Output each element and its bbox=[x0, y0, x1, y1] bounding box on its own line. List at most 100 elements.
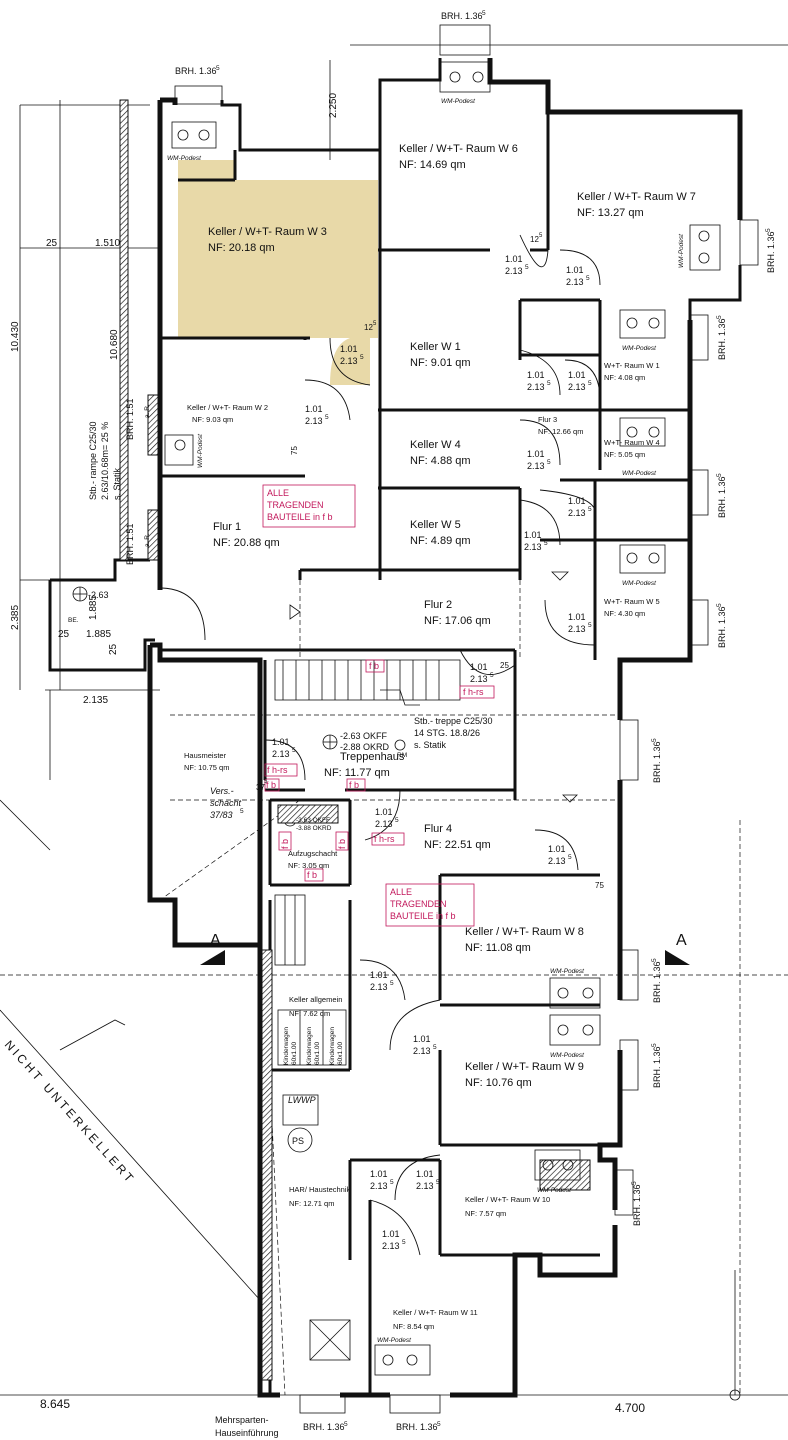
svg-text:5: 5 bbox=[547, 459, 551, 466]
window-label: BRH. 1.365 bbox=[631, 1181, 642, 1226]
svg-text:Stb.- rampe C25/30: Stb.- rampe C25/30 bbox=[88, 421, 98, 500]
svg-text:5: 5 bbox=[390, 980, 394, 987]
room-name-w5: Keller W 5 bbox=[410, 519, 461, 531]
room-labels: Keller / W+T- Raum W 3 NF: 20.18 qm Kell… bbox=[184, 143, 696, 1331]
svg-text:5: 5 bbox=[373, 321, 377, 327]
svg-text:12: 12 bbox=[530, 235, 539, 244]
svg-text:2.250: 2.250 bbox=[328, 93, 339, 118]
section-a-right: A bbox=[676, 932, 687, 949]
svg-text:2.13: 2.13 bbox=[527, 382, 545, 392]
svg-text:5: 5 bbox=[588, 622, 592, 629]
room-area-treppenhaus: NF: 11.77 qm bbox=[324, 767, 390, 779]
room-name-w11: Keller / W+T- Raum W 11 bbox=[393, 1308, 478, 1317]
svg-text:1.01: 1.01 bbox=[527, 370, 545, 380]
svg-text:2.13: 2.13 bbox=[568, 382, 586, 392]
svg-text:s. Statik: s. Statik bbox=[112, 467, 122, 500]
svg-text:Vers.-: Vers.- bbox=[210, 786, 234, 796]
misc-notes: Vers.- schacht 37/83 5 Stb.- treppe C25/… bbox=[2, 404, 687, 1438]
svg-text:2.13: 2.13 bbox=[305, 416, 323, 426]
svg-text:5: 5 bbox=[325, 414, 329, 421]
svg-text:2.13: 2.13 bbox=[382, 1241, 400, 1251]
svg-text:5: 5 bbox=[292, 747, 296, 754]
svg-text:8.645: 8.645 bbox=[40, 1397, 70, 1411]
svg-text:2.13: 2.13 bbox=[413, 1046, 431, 1056]
svg-text:25: 25 bbox=[58, 629, 70, 640]
svg-text:f b: f b bbox=[280, 839, 290, 849]
svg-text:37/83: 37/83 bbox=[210, 810, 233, 820]
svg-text:75: 75 bbox=[290, 446, 299, 455]
svg-text:f h-rs: f h-rs bbox=[374, 834, 395, 844]
svg-text:BE.: BE. bbox=[68, 617, 79, 624]
svg-text:5: 5 bbox=[395, 817, 399, 824]
svg-text:5: 5 bbox=[588, 506, 592, 513]
svg-text:25: 25 bbox=[108, 643, 119, 655]
svg-text:BRH. 1.36: BRH. 1.36 bbox=[632, 1184, 642, 1226]
room-w3-fill bbox=[178, 160, 378, 385]
svg-text:60x1.00: 60x1.00 bbox=[337, 1041, 344, 1065]
wm-podests bbox=[164, 61, 721, 1376]
svg-text:2.13: 2.13 bbox=[568, 508, 586, 518]
room-area-aufzug: NF: 3.05 qm bbox=[288, 861, 329, 870]
svg-text:5: 5 bbox=[390, 1179, 394, 1186]
svg-text:5: 5 bbox=[716, 315, 723, 319]
unterkellert-note: NICHT UNTERKELLERT bbox=[2, 1038, 138, 1187]
svg-text:5: 5 bbox=[216, 65, 220, 72]
svg-text:2.13: 2.13 bbox=[548, 856, 566, 866]
svg-text:Kinderwagen: Kinderwagen bbox=[306, 1027, 313, 1065]
svg-text:1.01: 1.01 bbox=[568, 612, 586, 622]
room-area-w3: NF: 20.18 qm bbox=[208, 242, 275, 254]
svg-text:5: 5 bbox=[586, 275, 590, 282]
svg-text:1.01: 1.01 bbox=[370, 1169, 388, 1179]
room-area-w1: NF: 9.01 qm bbox=[410, 357, 471, 369]
svg-text:5: 5 bbox=[568, 854, 572, 861]
room-area-wtw1: NF: 4.08 qm bbox=[604, 373, 645, 382]
room-name-kellerallg: Keller allgemein bbox=[289, 995, 342, 1004]
hatched-shafts bbox=[119, 99, 591, 1381]
svg-text:5: 5 bbox=[651, 738, 658, 742]
room-area-flur4: NF: 22.51 qm bbox=[424, 839, 491, 851]
svg-text:5: 5 bbox=[240, 808, 244, 815]
room-name-wtw5: W+T- Raum W 5 bbox=[604, 597, 660, 606]
structural-notes: ALLE TRAGENDEN BAUTEILE in f b ALLE TRAG… bbox=[262, 484, 495, 927]
room-name-w7: Keller / W+T- Raum W 7 bbox=[577, 191, 696, 203]
svg-text:1.01: 1.01 bbox=[416, 1169, 434, 1179]
dimension-labels: 2.250 25 1.510 10.430 10.680 2.385 25 1.… bbox=[10, 93, 645, 1415]
svg-text:BRH. 1.36: BRH. 1.36 bbox=[303, 1422, 345, 1432]
wm-label: WM-Podest bbox=[537, 1187, 572, 1194]
svg-text:75: 75 bbox=[595, 881, 604, 890]
room-name-treppenhaus: Treppenhaus bbox=[340, 751, 405, 763]
svg-text:1.01: 1.01 bbox=[524, 530, 542, 540]
svg-text:5: 5 bbox=[490, 672, 494, 679]
wm-label: WM-Podest bbox=[550, 968, 585, 975]
svg-text:2.135: 2.135 bbox=[83, 695, 108, 706]
room-area-w10: NF: 7.57 qm bbox=[465, 1209, 506, 1218]
window-label: BRH. 1.365 bbox=[716, 315, 727, 360]
svg-text:2.13: 2.13 bbox=[505, 266, 523, 276]
svg-text:5: 5 bbox=[482, 10, 486, 17]
svg-text:BRH. 1.36: BRH. 1.36 bbox=[175, 66, 217, 76]
svg-text:60x1.00: 60x1.00 bbox=[291, 1041, 298, 1065]
svg-text:BRH. 1.36: BRH. 1.36 bbox=[652, 1046, 662, 1088]
svg-text:5: 5 bbox=[264, 779, 268, 785]
room-area-wtw5: NF: 4.30 qm bbox=[604, 609, 645, 618]
window-label: BRH. 1.365 bbox=[765, 228, 776, 273]
svg-text:f b: f b bbox=[307, 870, 317, 880]
svg-text:2.13: 2.13 bbox=[370, 1181, 388, 1191]
svg-text:5: 5 bbox=[547, 380, 551, 387]
wm-label: WM-Podest bbox=[622, 345, 657, 352]
window-label: BRH. 1.365 bbox=[716, 473, 727, 518]
svg-text:-3.88 OKRD: -3.88 OKRD bbox=[296, 825, 332, 832]
svg-text:f b: f b bbox=[369, 661, 379, 671]
